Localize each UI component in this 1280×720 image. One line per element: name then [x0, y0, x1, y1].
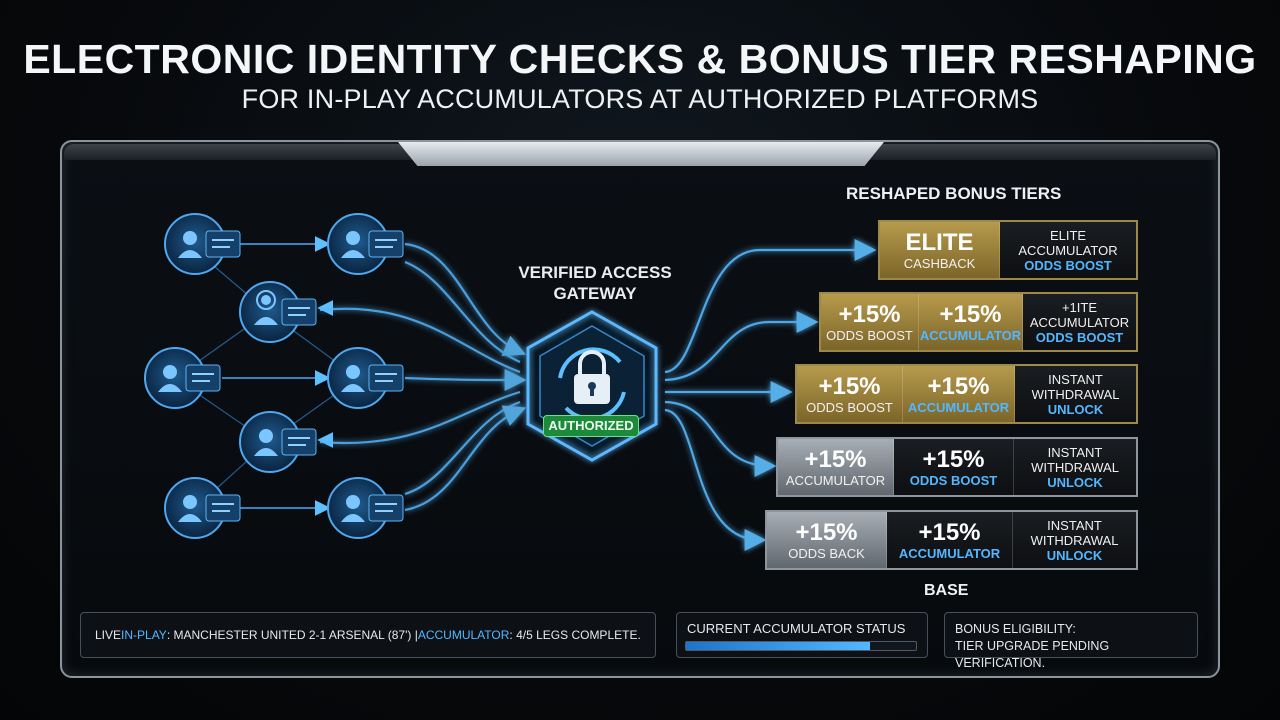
ticker-accumulator: ACCUMULATOR — [417, 628, 510, 642]
tier-cell-line: WITHDRAWAL — [1031, 386, 1120, 402]
tier-cell-big: +15% — [927, 372, 990, 400]
tier-cell: +1ITE ACCUMULATOR ODDS BOOST — [1023, 294, 1136, 350]
tier-cell-accent: ACCUMULATOR — [907, 399, 1010, 415]
tier-cell-line: ELITE — [1049, 227, 1087, 243]
tier-cell-accent: UNLOCK — [1047, 401, 1104, 417]
tier-cell-accent: ODDS BOOST — [909, 472, 998, 488]
ticker-legs: : 4/5 LEGS COMPLETE. — [509, 628, 641, 642]
tier-row-3: +15% ODDS BOOST +15% ACCUMULATOR INSTANT… — [795, 364, 1138, 424]
tier-cell-line: ACCUMULATOR — [1018, 242, 1118, 258]
tier-cell: +15% ACCUMULATOR — [919, 294, 1023, 350]
tier-row-4: +15% ACCUMULATOR +15% ODDS BOOST INSTANT… — [776, 437, 1138, 497]
tier-cell: ELITE CASHBACK — [880, 222, 1000, 278]
tier-cell-line: ACCUMULATOR — [1029, 314, 1130, 330]
tier-cell-big: +15% — [922, 445, 985, 473]
tier-row-2: +15% ODDS BOOST +15% ACCUMULATOR +1ITE A… — [819, 292, 1138, 352]
tier-cell-accent: UNLOCK — [1047, 474, 1103, 490]
ticker-inplay: IN-PLAY — [121, 628, 167, 642]
tier-cell-big: +15% — [838, 300, 901, 328]
tier-cell: +15% ACCUMULATOR — [903, 366, 1015, 422]
identity-node — [239, 411, 317, 473]
tier-cell-small: ODDS BOOST — [806, 399, 893, 415]
tier-cell-line: WITHDRAWAL — [1030, 532, 1119, 548]
identity-node — [327, 213, 404, 275]
eligibility-line2: TIER UPGRADE PENDING VERIFICATION. — [955, 639, 1110, 670]
accumulator-progress-bar — [685, 641, 917, 651]
tier-cell: +15% ODDS BOOST — [821, 294, 919, 350]
status-title: CURRENT ACCUMULATOR STATUS — [687, 621, 906, 636]
identity-node — [164, 477, 241, 539]
tier-cell-small: ODDS BACK — [788, 545, 865, 561]
authorized-badge: AUTHORIZED — [543, 415, 639, 437]
identity-node — [144, 347, 221, 409]
tier-cell-small: ODDS BOOST — [826, 327, 913, 343]
tier-row-5: +15% ODDS BACK +15% ACCUMULATOR INSTANT … — [765, 510, 1138, 570]
tier-cell-big: ELITE — [905, 228, 974, 256]
tier-cell-accent: UNLOCK — [1046, 547, 1103, 563]
tier-cell: INSTANT WITHDRAWAL UNLOCK — [1014, 439, 1136, 495]
tier-cell-accent: ACCUMULATOR — [898, 545, 1001, 561]
live-ticker: LIVE IN-PLAY : MANCHESTER UNITED 2-1 ARS… — [80, 612, 656, 658]
tier-cell-big: +15% — [795, 518, 858, 546]
page-subtitle: FOR IN-PLAY ACCUMULATORS AT AUTHORIZED P… — [241, 84, 1039, 114]
tier-cell-accent: ACCUMULATOR — [919, 327, 1022, 343]
tier-cell-small: CASHBACK — [903, 255, 976, 271]
identity-node-verified — [239, 281, 317, 343]
tier-cell: +15% ODDS BACK — [767, 512, 887, 568]
identity-node — [164, 213, 241, 275]
tier-cell-big: +15% — [818, 372, 881, 400]
tier-cell-line: +1ITE — [1061, 299, 1098, 315]
tier-cell: ELITE ACCUMULATOR ODDS BOOST — [1000, 222, 1136, 278]
ticker-match: : MANCHESTER UNITED 2-1 ARSENAL (87') | — [166, 628, 418, 642]
eligibility-line1: BONUS ELIGIBILITY: — [955, 622, 1076, 636]
base-tier-label: BASE — [924, 582, 969, 599]
bonus-eligibility-panel: BONUS ELIGIBILITY: TIER UPGRADE PENDING … — [944, 612, 1198, 670]
identity-node — [327, 347, 404, 409]
page-title: ELECTRONIC IDENTITY CHECKS & BONUS TIER … — [23, 36, 1257, 82]
padlock-icon — [574, 350, 610, 404]
progress-fill — [686, 642, 870, 650]
tier-row-1: ELITE CASHBACK ELITE ACCUMULATOR ODDS BO… — [878, 220, 1138, 280]
tier-cell: +15% ODDS BOOST — [894, 439, 1014, 495]
tier-cell-big: +15% — [939, 300, 1002, 328]
gateway-label-line2: GATEWAY — [553, 284, 637, 303]
tiers-title: RESHAPED BONUS TIERS — [846, 184, 1062, 203]
tier-cell-small: ACCUMULATOR — [785, 472, 886, 488]
tier-cell: INSTANT WITHDRAWAL UNLOCK — [1013, 512, 1136, 568]
gateway-label: VERIFIED ACCESS GATEWAY — [500, 262, 690, 304]
tier-cell: INSTANT WITHDRAWAL UNLOCK — [1015, 366, 1136, 422]
accumulator-status-panel: CURRENT ACCUMULATOR STATUS — [676, 612, 928, 658]
tier-cell-big: +15% — [918, 518, 981, 546]
ticker-live: LIVE — [95, 628, 122, 642]
tier-cell-line: INSTANT — [1047, 517, 1102, 533]
tier-cell: +15% ACCUMULATOR — [778, 439, 894, 495]
gateway-label-line1: VERIFIED ACCESS — [518, 263, 672, 282]
tier-cell-accent: ODDS BOOST — [1035, 329, 1124, 345]
tier-cell-line: WITHDRAWAL — [1031, 459, 1119, 475]
frame-top-tab — [398, 142, 884, 166]
tier-cell-line: INSTANT — [1047, 444, 1103, 460]
tier-cell: +15% ACCUMULATOR — [887, 512, 1013, 568]
tier-cell-accent: ODDS BOOST — [1024, 257, 1112, 273]
tier-cell: +15% ODDS BOOST — [797, 366, 903, 422]
tier-cell-line: INSTANT — [1048, 371, 1103, 387]
identity-node — [327, 477, 404, 539]
tier-cell-big: +15% — [804, 445, 867, 473]
